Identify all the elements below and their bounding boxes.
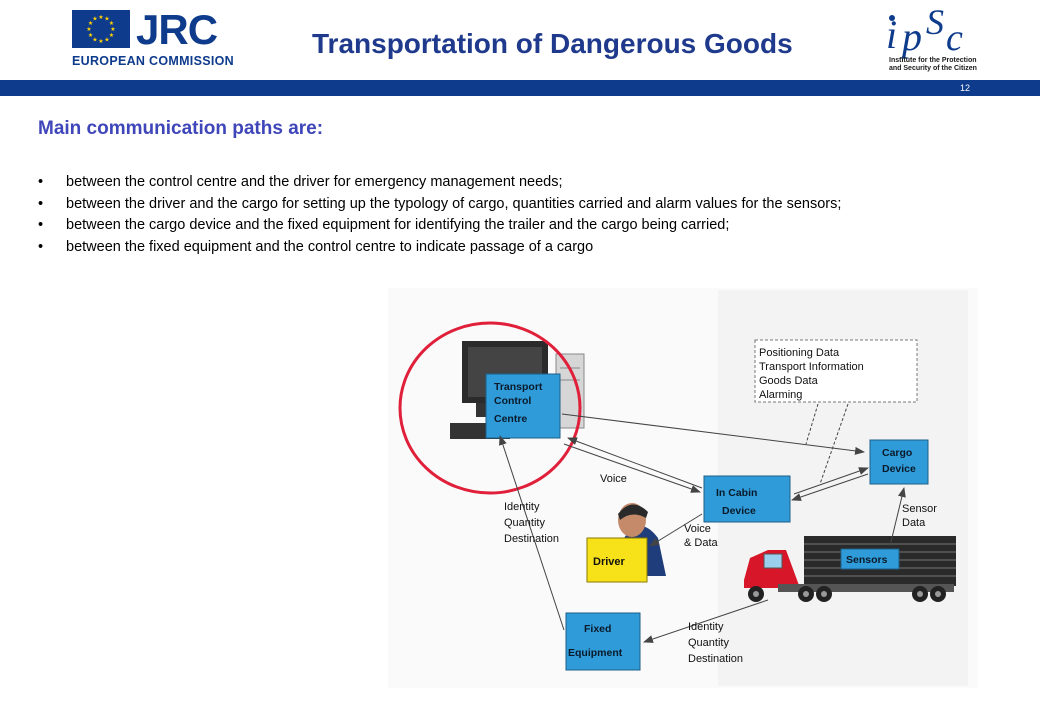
svg-text:Sensors: Sensors [846,554,888,566]
svg-text:S: S [926,4,944,42]
bullet-marker: • [38,217,44,234]
list-item: •between the driver and the cargo for se… [38,194,998,216]
svg-text:Equipment: Equipment [568,647,623,659]
list-item: •between the control centre and the driv… [38,172,998,194]
identity-label-left: Identity Quantity Destination [504,501,559,545]
svg-text:Goods Data: Goods Data [759,375,819,387]
svg-text:Destination: Destination [688,653,743,665]
svg-text:★: ★ [98,38,103,45]
eu-flag-logo: ★★★ ★★★ ★★★ ★★★ [72,10,130,48]
connection-arrows [499,403,906,643]
svg-text:c: c [946,17,963,59]
section-heading: Main communication paths are: [38,118,324,139]
list-item: •between the fixed equipment and the con… [38,237,998,259]
svg-text:Identity: Identity [688,621,724,633]
ipsc-logo-icon: i p S c [886,4,963,59]
svg-text:Centre: Centre [494,413,527,425]
svg-text:★: ★ [98,14,103,21]
svg-text:Voice: Voice [684,523,711,535]
svg-text:Fixed: Fixed [584,623,611,635]
eu-stars-icon: ★★★ ★★★ ★★★ ★★★ [72,10,130,48]
svg-text:Transport: Transport [494,381,543,393]
svg-text:Alarming: Alarming [759,389,802,401]
voice-data-label: Voice & Data [684,523,719,549]
svg-text:Device: Device [722,505,756,517]
svg-text:Control: Control [494,395,531,407]
driver-box: Driver [586,537,648,583]
svg-text:Positioning Data: Positioning Data [759,347,840,359]
svg-text:★: ★ [88,32,93,39]
fixed-equipment-box: Fixed Equipment [565,612,641,671]
svg-text:Sensor: Sensor [902,503,937,515]
page-number: 12 [960,83,971,93]
svg-text:★: ★ [92,36,97,43]
communication-diagram: Transport Control Centre Positioning Dat… [388,288,978,688]
svg-text:Cargo: Cargo [882,447,912,459]
svg-text:★: ★ [110,26,115,33]
info-box: Positioning Data Transport Information G… [754,339,918,403]
in-cabin-device-box: In Cabin Device [703,475,791,523]
svg-text:★: ★ [92,16,97,23]
slide-title: Transportation of Dangerous Goods [312,28,793,59]
svg-text:★: ★ [88,20,93,27]
svg-text:& Data: & Data [684,537,719,549]
header-bar [0,80,1040,96]
bullet-marker: • [38,238,44,255]
sensor-data-label: Sensor Data [902,503,937,529]
bullet-marker: • [38,195,44,212]
control-centre-ring [398,321,582,495]
svg-text:Identity: Identity [504,501,540,513]
svg-text:Transport Information: Transport Information [759,361,864,373]
svg-text:★: ★ [104,36,109,43]
slide-header: ★★★ ★★★ ★★★ ★★★ JRC EUROPEAN COMMISSION … [0,0,1040,96]
svg-text:★: ★ [109,32,114,39]
jrc-logo-text: JRC [136,6,218,53]
list-item: •between the cargo device and the fixed … [38,215,998,237]
cargo-device-box: Cargo Device [869,439,929,485]
bullet-list: •between the control centre and the driv… [38,172,998,258]
svg-text:Quantity: Quantity [504,517,545,529]
svg-text:In Cabin: In Cabin [716,487,757,499]
svg-text:Driver: Driver [593,556,626,568]
ipsc-tagline: Institute for the Protection and Securit… [889,57,977,72]
european-commission-label: EUROPEAN COMMISSION [72,54,234,68]
svg-text:★: ★ [109,20,114,27]
svg-text:p: p [899,14,922,59]
svg-text:Data: Data [902,517,926,529]
svg-text:★: ★ [104,16,109,23]
bullet-marker: • [38,174,44,190]
svg-text:Device: Device [882,463,916,475]
identity-label-right: Identity Quantity Destination [688,621,743,665]
svg-text:Destination: Destination [504,533,559,545]
transport-control-centre-box: Transport Control Centre [485,373,561,439]
sensors-box: Sensors [840,548,900,570]
svg-text:★: ★ [86,26,91,33]
svg-text:i: i [886,12,897,57]
voice-label: Voice [600,473,627,485]
svg-text:Quantity: Quantity [688,637,729,649]
